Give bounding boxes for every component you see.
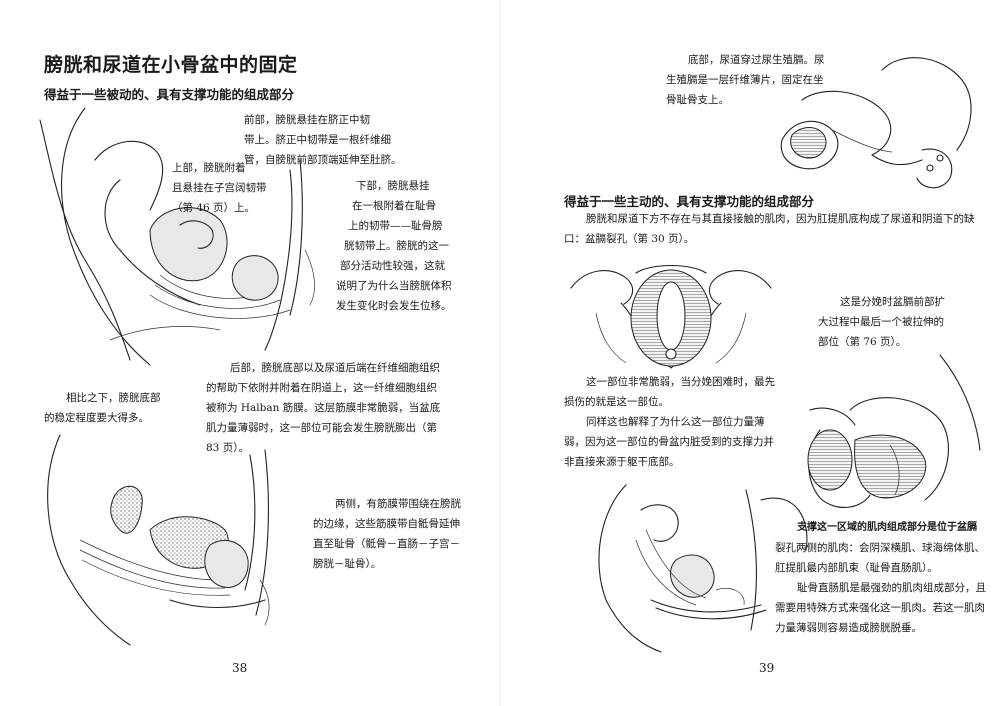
female-sagittal-illustration	[598, 484, 808, 653]
pelvic-floor-illustration	[570, 265, 772, 369]
pelvic-sagittal-illustration	[39, 107, 315, 366]
right-page: 底部，尿道穿过尿生殖膈。尿 生殖膈是一层纤维薄片，固定在坐 骨耻骨支上。 得益于…	[500, 0, 1000, 706]
pelvis-side-illustration	[807, 354, 981, 508]
text-block-compare: 相比之下，膀胱底部 的稳定程度要大得多。	[44, 392, 161, 424]
page-title: 膀胱和尿道在小骨盆中的固定	[44, 54, 298, 76]
text-block-sides: 两侧，有筋膜带围绕在膀胱 的边缘，这些筋膜带自骶骨延伸 直至耻骨（骶骨－直肠－子…	[313, 498, 461, 570]
pelvic-support-illustration	[47, 434, 270, 646]
page-number-right: 39	[759, 661, 775, 675]
page-number-left: 38	[232, 661, 248, 675]
text-block-bottom: 下部，膀胱悬挂 在一根附着在耻骨 上的韧带——耻骨膀 胱韧带上。膀胱的这一 部分…	[336, 180, 452, 312]
text-block-floor: 底部，尿道穿过尿生殖膈。尿 生殖膈是一层纤维薄片，固定在坐 骨耻骨支上。	[666, 54, 825, 106]
section-subtitle-active: 得益于一些主动的、具有支撑功能的组成部分	[564, 194, 815, 209]
text-block-hiatus: 这一部位非常脆弱，当分娩困难时，最先 损伤的就是这一部位。 同样这也解释了为什么…	[564, 376, 775, 468]
intro-paragraph: 膀胱和尿道下方不存在与其直接接触的肌肉，因为肛提肌底构成了尿道和阴道下的缺 口：…	[564, 213, 975, 245]
text-block-stretch: 这是分娩时盆膈前部扩 大过程中最后一个被拉伸的 部位（第 76 页）。	[818, 296, 945, 348]
book-gutter	[499, 0, 500, 706]
section-subtitle-passive: 得益于一些被动的、具有支撑功能的组成部分	[44, 87, 295, 102]
pelvis-bone-illustration	[780, 57, 972, 189]
left-page: 膀胱和尿道在小骨盆中的固定 得益于一些被动的、具有支撑功能的组成部分 前部，膀胱…	[39, 54, 461, 675]
text-block-top: 上部，膀胱附着 且悬挂在子宫阔韧带 （第 46 页）上。	[172, 162, 267, 214]
text-block-back: 后部，膀胱底部以及尿道后端在纤维细胞组织 的帮助下依附并附着在阴道上，这一纤维细…	[206, 362, 441, 454]
text-block-support: 支撑这一区域的肌肉组成部分是位于盆膈 裂孔两侧的肌肉：会阴深横肌、球海绵体肌、 …	[775, 522, 986, 634]
text-block-front: 前部，膀胱悬挂在脐正中韧 带上。脐正中韧带是一根纤维细 管，自膀胱前部顶端延伸至…	[244, 114, 402, 166]
